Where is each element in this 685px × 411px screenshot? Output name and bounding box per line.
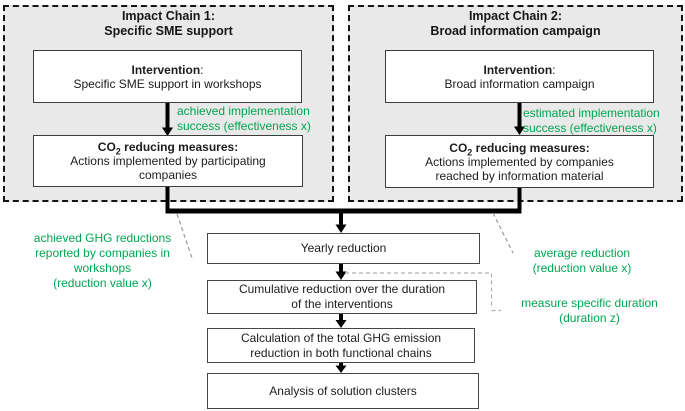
effectiveness-label-line1: estimated implementation — [523, 106, 660, 120]
co2-measures-body-line2: reached by information material — [435, 168, 604, 183]
intervention-box-chain1: Intervention: Specific SME support in wo… — [33, 50, 302, 103]
average-reduction-annotation: average reduction (reduction value x) — [521, 246, 643, 276]
annotation-line: achieved GHG reductions — [33, 231, 172, 245]
effectiveness-label-line1: achieved implementation — [177, 104, 310, 118]
annotation-line: (reduction value x) — [532, 261, 632, 275]
ghg-reductions-annotation: achieved GHG reductions reported by comp… — [15, 231, 190, 291]
intervention-body: Specific SME support in workshops — [73, 76, 262, 91]
intervention-heading: Intervention: — [483, 62, 556, 77]
impact-chain-2-title-line2: Broad information campaign — [430, 24, 601, 38]
flow-step-yearly-reduction: Yearly reduction — [207, 233, 480, 264]
effectiveness-label-chain1: achieved implementation success (effecti… — [177, 104, 311, 134]
arrow-calculation-to-analysis — [335, 363, 347, 373]
effectiveness-label-line2: success (effectiveness x) — [177, 119, 311, 133]
annotation-line: workshops — [73, 261, 132, 275]
co2-measures-body-line1: Actions implemented by companies — [425, 154, 614, 169]
flow-step-analysis-solution-clusters: Analysis of solution clusters — [207, 373, 479, 409]
duration-annotation: measure specific duration (duration z) — [507, 296, 672, 326]
effectiveness-label-line2: success (effectiveness x) — [523, 121, 657, 135]
co2-measures-body-line2: companies — [138, 168, 198, 182]
intervention-box-chain2: Intervention: Broad information campaign — [385, 50, 654, 103]
impact-chain-1-title: Impact Chain 1: Specific SME support — [3, 9, 334, 39]
flow-step-label: Analysis of solution clusters — [269, 383, 417, 398]
annotation-line: average reduction — [533, 246, 631, 260]
co2-measures-heading: CO2 reducing measures: — [449, 140, 590, 157]
annotation-line: (duration z) — [559, 311, 620, 325]
arrow-merge-to-yearly — [335, 213, 347, 233]
flow-step-label: Cumulative reduction over the duration — [238, 282, 446, 296]
arrow-cumulative-to-calculation — [335, 314, 347, 328]
annotation-line: (reduction value x) — [53, 276, 152, 290]
annotation-line: measure specific duration — [521, 296, 658, 310]
arrow-yearly-to-cumulative — [335, 263, 347, 280]
flow-step-label: of the interventions — [291, 297, 393, 311]
flow-step-label: Yearly reduction — [300, 241, 387, 255]
impact-chain-2-title: Impact Chain 2: Broad information campai… — [348, 9, 683, 39]
co2-measures-heading: CO2 reducing measures: — [97, 140, 239, 157]
impact-chain-1-title-line2: Specific SME support — [104, 24, 233, 38]
annotation-line: reported by companies in — [35, 246, 170, 260]
flow-step-label: reduction in both functional chains — [250, 345, 432, 360]
co2-measures-box-chain2: CO2 reducing measures: Actions implement… — [385, 135, 654, 188]
co2-measures-box-chain1: CO2 reducing measures: Actions implement… — [33, 135, 303, 187]
impact-chain-1-title-line1: Impact Chain 1: — [121, 9, 216, 23]
flow-step-total-ghg-calculation: Calculation of the total GHG emission re… — [207, 328, 475, 363]
pointer-line-average-annotation — [492, 212, 514, 254]
flow-step-cumulative-reduction: Cumulative reduction over the duration o… — [207, 280, 477, 314]
flow-step-label: Calculation of the total GHG emission — [240, 330, 442, 345]
effectiveness-label-chain2: estimated implementation success (effect… — [523, 106, 660, 136]
intervention-body: Broad information campaign — [444, 76, 595, 91]
intervention-heading: Intervention: — [131, 62, 204, 77]
impact-chain-2-title-line1: Impact Chain 2: — [468, 9, 563, 23]
co2-measures-body-line1: Actions implemented by participating — [70, 154, 266, 168]
